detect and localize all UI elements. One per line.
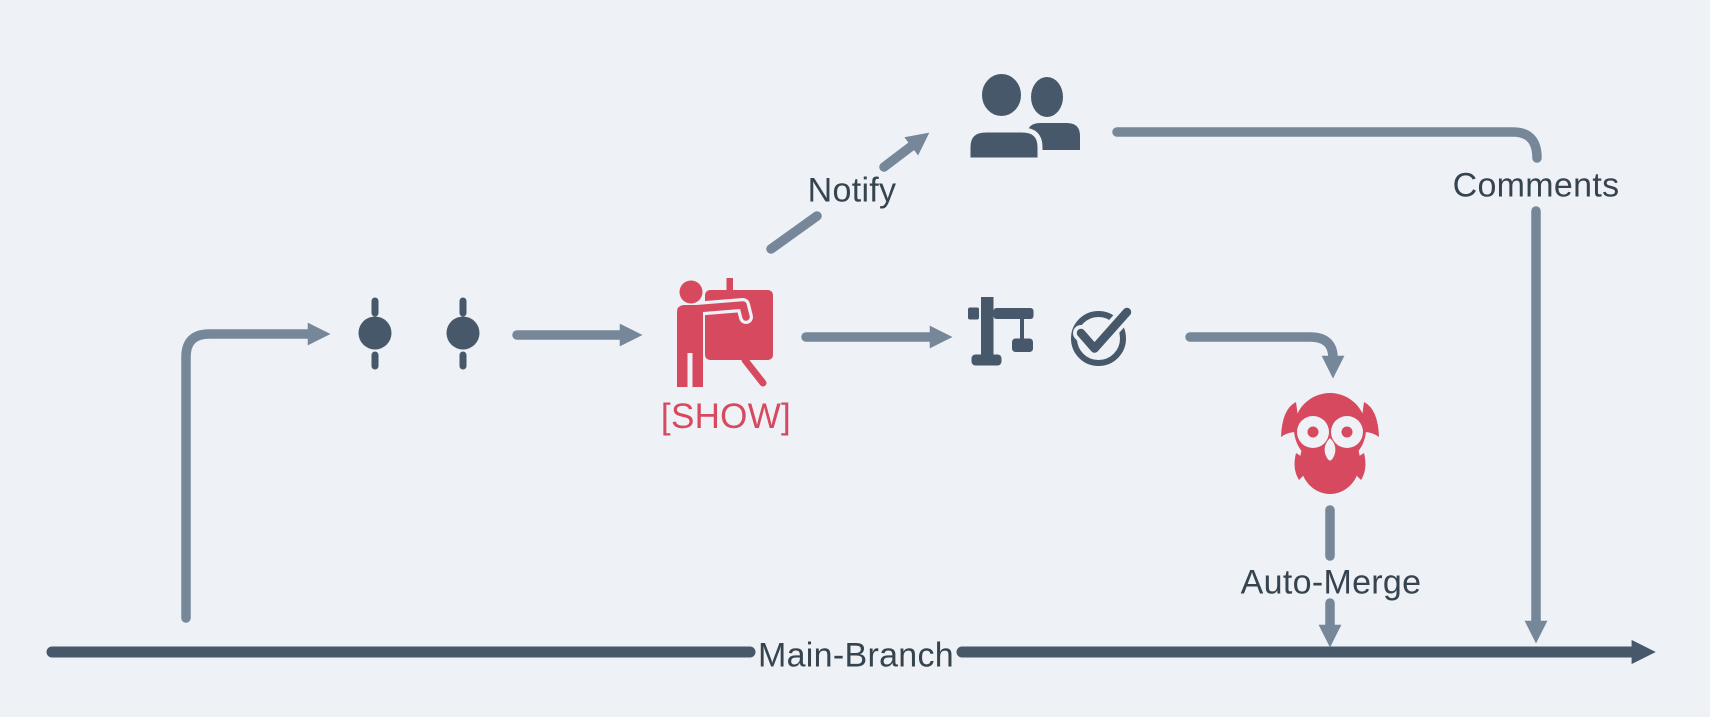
build-crane-icon: [968, 297, 1034, 366]
auto-merge-label: Auto-Merge: [1240, 563, 1422, 602]
notify-arrow: [766, 132, 930, 254]
comments-connector: [1112, 127, 1548, 644]
team-icon: [965, 69, 1080, 163]
comments-label: Comments: [1452, 166, 1620, 205]
commit-icon-2: [446, 297, 480, 370]
arrow-check-to-owl: [1185, 332, 1345, 379]
show-label: [SHOW]: [660, 397, 792, 436]
feature-branch-arrow: [181, 322, 331, 623]
check-circle-icon: [1071, 304, 1135, 366]
presentation-icon: [674, 278, 773, 387]
main-branch-label: Main-Branch: [757, 636, 955, 675]
commit-icon-1: [358, 297, 392, 370]
owl-bot-icon: [1281, 393, 1379, 494]
notify-label: Notify: [807, 171, 897, 210]
